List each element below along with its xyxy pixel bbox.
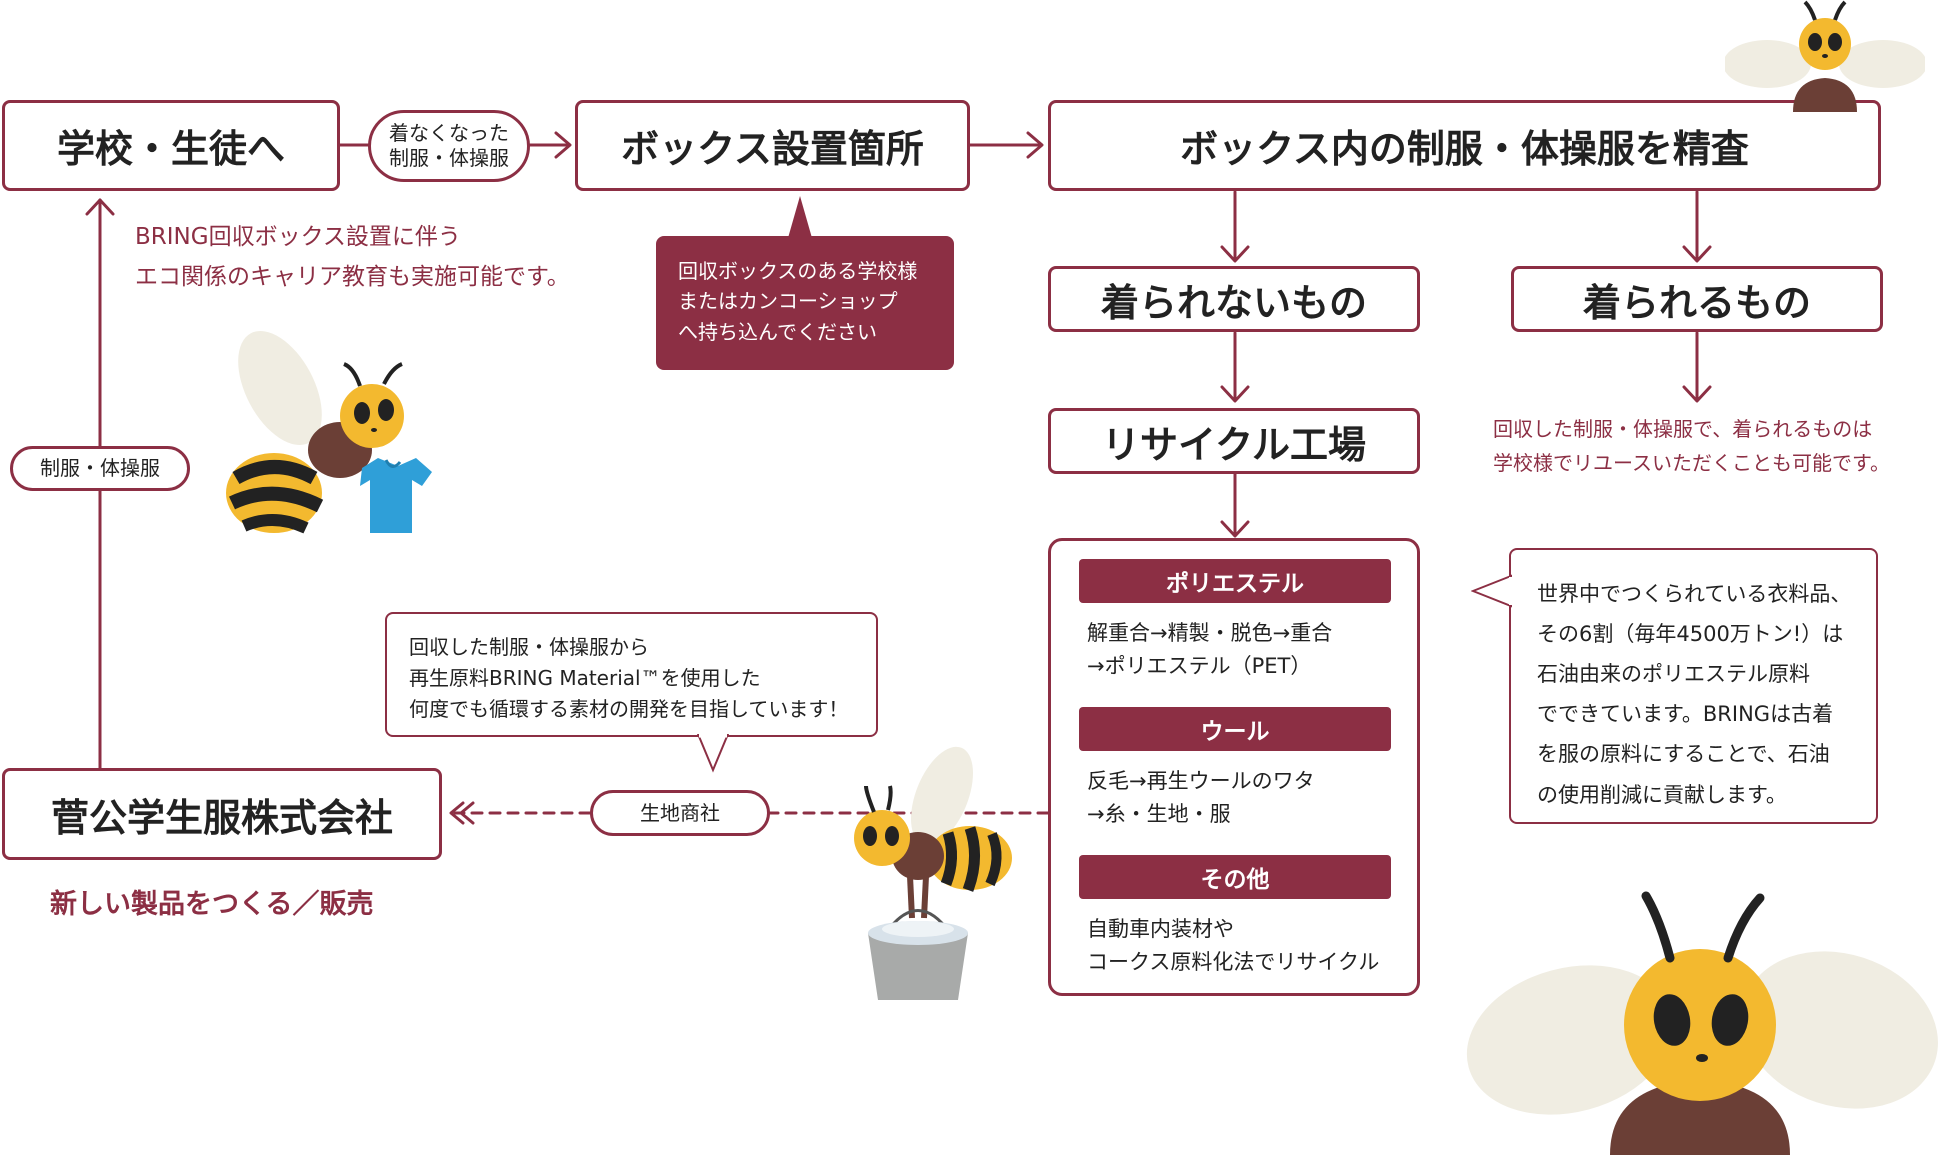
bee-with-bucket-icon (854, 746, 1012, 1000)
box-note-line2: またはカンコーショップ (678, 289, 898, 314)
wool-line2: →糸・生地・服 (1087, 802, 1231, 827)
factory-node: リサイクル工場 (1048, 408, 1420, 474)
world-note-pointer (1471, 574, 1513, 608)
recycle-methods-box: ポリエステル 解重合→精製・脱色→重合 →ポリエステル（PET） ウール 反毛→… (1048, 538, 1420, 996)
world-line2: その6割（毎年4500万トン!）は (1537, 622, 1844, 647)
bee-with-shirt-icon (226, 330, 432, 534)
other-line2: コークス原料化法でリサイクル (1087, 950, 1380, 975)
world-line4: でできています。BRINGは古着 (1537, 702, 1834, 727)
career-note: BRING回収ボックス設置に伴う エコ関係のキャリア教育も実施可能です。 (135, 218, 570, 297)
box-location-node: ボックス設置箇所 (575, 100, 970, 191)
wool-line1: 反毛→再生ウールのワタ (1087, 769, 1315, 793)
polyester-desc: 解重合→精製・脱色→重合 →ポリエステル（PET） (1087, 617, 1332, 683)
polyester-line2: →ポリエステル（PET） (1087, 654, 1312, 679)
box-note-line1: 回収ボックスのある学校様 (678, 259, 918, 283)
world-line3: 石油由来のポリエステル原料 (1537, 662, 1810, 687)
other-title: その他 (1079, 855, 1391, 899)
fabric-trader-label: 生地商社 (590, 790, 770, 836)
inspect-node: ボックス内の制服・体操服を精査 (1048, 100, 1881, 191)
career-line2: エコ関係のキャリア教育も実施可能です。 (135, 263, 570, 290)
material-note-pointer (696, 734, 730, 773)
no-longer-worn-line1: 着なくなった (389, 121, 509, 145)
polyester-line1: 解重合→精製・脱色→重合 (1087, 621, 1333, 645)
material-note: 回収した制服・体操服から 再生原料BRING Material™を使用した 何度… (385, 612, 878, 737)
world-line6: の使用削減に貢献します。 (1537, 782, 1787, 807)
bee-large-icon (1466, 891, 1938, 1155)
wool-title: ウール (1079, 707, 1391, 751)
reuse-line1: 回収した制服・体操服で、着られるものは (1493, 417, 1873, 441)
no-longer-worn-label: 着なくなった 制服・体操服 (368, 110, 530, 182)
bee-top-icon (1725, 0, 1925, 112)
uniform-label: 制服・体操服 (10, 446, 190, 491)
reuse-note: 回収した制服・体操服で、着られるものは 学校様でリユースいただくことも可能です。 (1493, 412, 1890, 480)
unwearable-node: 着られないもの (1048, 266, 1420, 332)
material-line3: 何度でも循環する素材の開発を目指しています！ (409, 697, 849, 721)
other-desc: 自動車内装材や コークス原料化法でリサイクル (1087, 913, 1379, 979)
material-line1: 回収した制服・体操服から (409, 635, 649, 659)
reuse-line2: 学校様でリユースいただくことも可能です。 (1493, 451, 1890, 475)
other-line1: 自動車内装材や (1087, 917, 1234, 941)
wearable-node: 着られるもの (1511, 266, 1883, 332)
polyester-title: ポリエステル (1079, 559, 1391, 603)
company-node: 菅公学生服株式会社 (2, 768, 442, 860)
world-note: 世界中でつくられている衣料品、 その6割（毎年4500万トン!）は 石油由来のポ… (1509, 548, 1878, 824)
no-longer-worn-line2: 制服・体操服 (389, 146, 509, 170)
wool-desc: 反毛→再生ウールのワタ →糸・生地・服 (1087, 765, 1315, 831)
company-subtitle: 新しい製品をつくる／販売 (50, 889, 374, 920)
world-line5: を服の原料にすることで、石油 (1537, 742, 1830, 767)
box-note: 回収ボックスのある学校様 またはカンコーショップ へ持ち込んでください (656, 236, 954, 370)
material-line2: 再生原料BRING Material™を使用した (409, 666, 761, 690)
box-note-pointer (788, 196, 812, 238)
school-node: 学校・生徒へ (2, 100, 340, 191)
box-note-line3: へ持ち込んでください (678, 319, 877, 344)
world-line1: 世界中でつくられている衣料品、 (1537, 582, 1852, 606)
career-line1: BRING回収ボックス設置に伴う (135, 224, 461, 250)
